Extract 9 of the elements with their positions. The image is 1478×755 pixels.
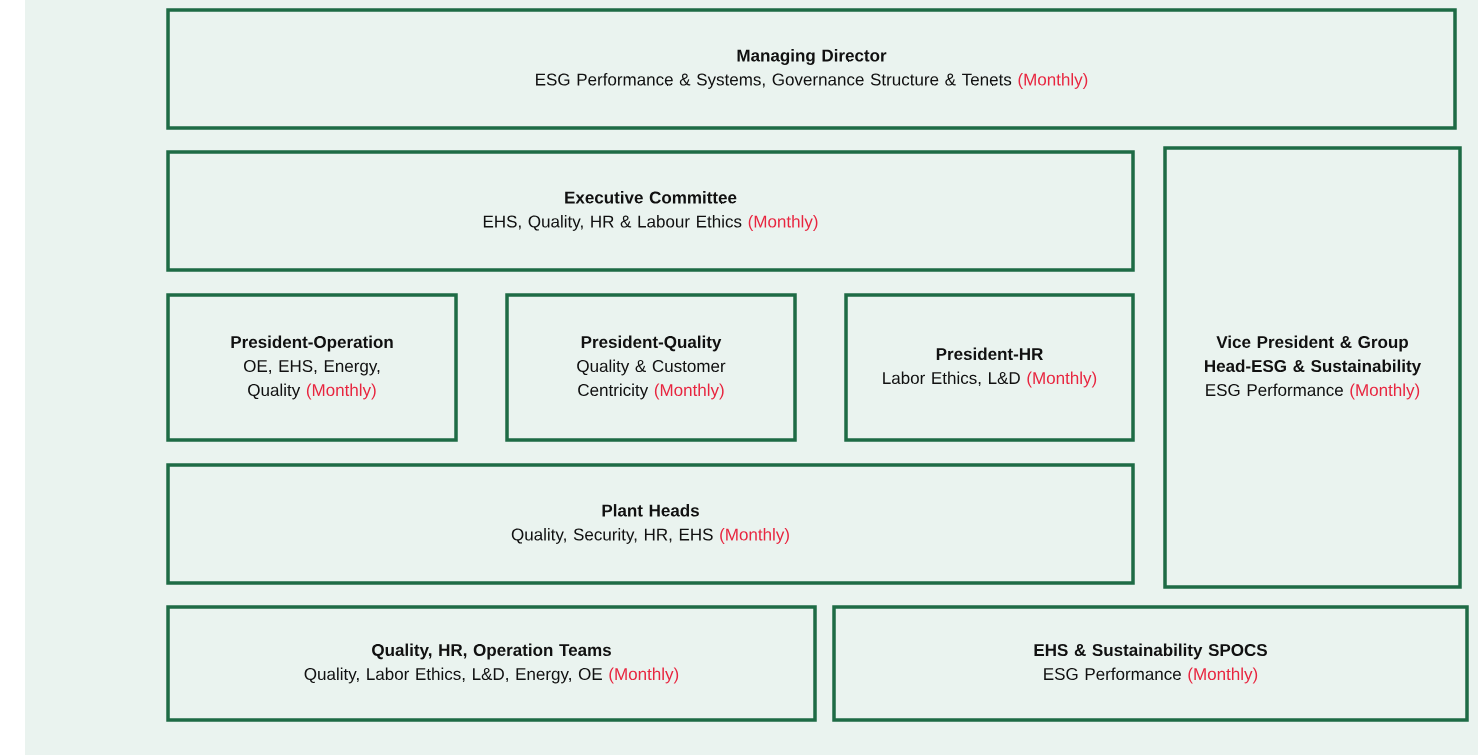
box: Managing Director ESG Performance & Systems, Governance Structure & Tenets (Monthly)	[166, 8, 1457, 130]
box: Quality, HR, Operation Teams Quality, Labor Ethics, L&D, Energy, OE (Monthly)	[166, 605, 817, 722]
box: President-Quality Quality & Customer Centricity (Monthly)	[505, 293, 797, 442]
box: President-HR Labor Ethics, L&D (Monthly)	[844, 293, 1135, 442]
box: Plant Heads Quality, Security, HR, EHS (Monthly)	[166, 463, 1135, 585]
box: Executive Committee EHS, Quality, HR & Labour Ethics (Monthly)	[166, 150, 1135, 272]
box: President-Operation OE, EHS, Energy, Quality (Monthly)	[166, 293, 458, 442]
box: Vice President & Group Head-ESG & Sustainability ESG Performance (Monthly)	[1163, 146, 1462, 589]
box: EHS & Sustainability SPOCS ESG Performance (Monthly)	[832, 605, 1469, 722]
